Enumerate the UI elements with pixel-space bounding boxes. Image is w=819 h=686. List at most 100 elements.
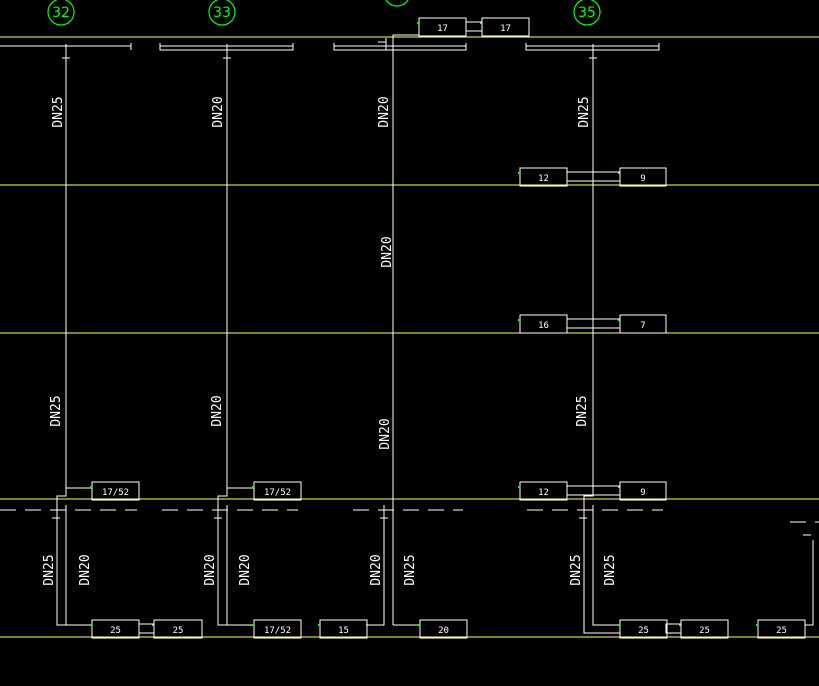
radiator: 25 [90, 619, 140, 639]
pipe-size-label: DN25 [575, 395, 590, 426]
axis-label: 32 [52, 5, 70, 21]
radiator-label: 25 [110, 626, 121, 636]
pipe-size-label: DN25 [403, 554, 418, 585]
radiator-label: 15 [338, 626, 349, 636]
pipe-size-label: DN20 [211, 96, 226, 127]
radiator-label: 17/52 [264, 488, 291, 498]
radiator: 25 [756, 619, 806, 639]
radiator-coupler [566, 171, 621, 182]
radiator: 15 [318, 619, 368, 639]
radiator: 9 [618, 167, 667, 187]
pipe-size-label: DN20 [210, 395, 225, 426]
radiator: 12 [518, 481, 568, 501]
radiator-marker [756, 624, 758, 626]
radiator-label: 9 [640, 488, 645, 498]
branch-pipe [217, 491, 254, 626]
radiator: 25 [618, 619, 668, 639]
radiator-box [253, 619, 302, 639]
radiator-marker [418, 624, 420, 626]
radiator-marker [618, 172, 620, 174]
radiator-box [619, 619, 668, 639]
radiator-marker [90, 624, 92, 626]
radiator-marker [679, 624, 681, 626]
radiator-marker [618, 486, 620, 488]
radiator: 25 [679, 619, 729, 639]
pipe-size-label: DN25 [49, 395, 64, 426]
radiator-label: 25 [173, 626, 184, 636]
radiator: 17 [417, 17, 467, 37]
radiator-label: 17 [437, 24, 448, 34]
branch-pipe [366, 505, 385, 626]
radiator-label: 17/52 [264, 626, 291, 636]
radiator-label: 17 [500, 24, 511, 34]
radiator-label: 20 [438, 626, 449, 636]
pipes [56, 34, 814, 634]
pipe-size-label: DN25 [51, 96, 66, 127]
radiator-label: 25 [699, 626, 710, 636]
pipe-size-label: DN25 [577, 96, 592, 127]
radiator-marker [618, 624, 620, 626]
radiator: 17/52 [252, 619, 302, 639]
radiator-marker [518, 319, 520, 321]
axis-label: 35 [578, 5, 596, 21]
radiator-label: 17/52 [102, 488, 129, 498]
riser [392, 34, 419, 625]
radiator-label: 7 [640, 321, 645, 331]
radiator: 12 [518, 167, 568, 187]
radiator: 25 [152, 619, 203, 639]
radiator-box [253, 481, 302, 501]
pipe-size-label: DN25 [42, 554, 57, 585]
axis-marker-34: 34 [385, 0, 409, 7]
floor-lines [0, 36, 819, 638]
radiator-label: 12 [538, 488, 549, 498]
pipe-size-label: DN20 [203, 554, 218, 585]
radiator-coupler [465, 21, 483, 32]
branch-pipe [592, 505, 620, 626]
radiator-coupler [138, 623, 155, 634]
pipe-size-label: DN20 [78, 554, 93, 585]
radiator: 17 [480, 17, 530, 37]
radiator-box [91, 481, 140, 501]
branch-pipe [583, 491, 620, 634]
radiator: 16 [518, 314, 568, 334]
radiator-box [319, 619, 368, 639]
branch-pipe [56, 491, 92, 626]
axis-marker-33: 33 [208, 0, 236, 26]
axis-markers: 32 33 34 35 [47, 0, 601, 26]
radiator-marker [480, 22, 482, 24]
radiator: 17/52 [90, 481, 140, 501]
radiator-marker [252, 486, 254, 488]
radiator-marker [152, 624, 154, 626]
pipe-size-label: DN25 [569, 554, 584, 585]
radiator-marker [90, 486, 92, 488]
radiator-layer: 17 17 12 9 16 7 17/52 17/52 12 9 25 25 17/52 15 20 25 25… [90, 17, 806, 639]
radiator-label: 9 [640, 174, 645, 184]
radiator-marker [318, 624, 320, 626]
pipe-size-label: DN20 [377, 96, 392, 127]
radiator-marker [417, 22, 419, 24]
pipe-size-label: DN20 [238, 554, 253, 585]
fittings [52, 41, 811, 536]
radiator: 9 [618, 481, 667, 501]
radiator-marker [252, 624, 254, 626]
axis-label: 34 [388, 0, 406, 2]
branch-pipe [805, 540, 814, 626]
axis-label: 33 [213, 5, 231, 21]
supply-bars [0, 43, 660, 51]
radiator-marker [518, 486, 520, 488]
radiator-label: 25 [638, 626, 649, 636]
radiator-box [419, 619, 468, 639]
pipe-size-label: DN20 [378, 418, 393, 449]
return-lines [0, 509, 819, 523]
axis-marker-32: 32 [47, 0, 75, 26]
radiator-coupler [665, 623, 682, 634]
pipe-size-label: DN20 [380, 236, 395, 267]
radiator-box [757, 619, 806, 639]
radiator-marker [618, 319, 620, 321]
radiator-label: 16 [538, 321, 549, 331]
pipe-size-label: DN20 [369, 554, 384, 585]
radiator: 17/52 [252, 481, 302, 501]
radiator-label: 12 [538, 174, 549, 184]
